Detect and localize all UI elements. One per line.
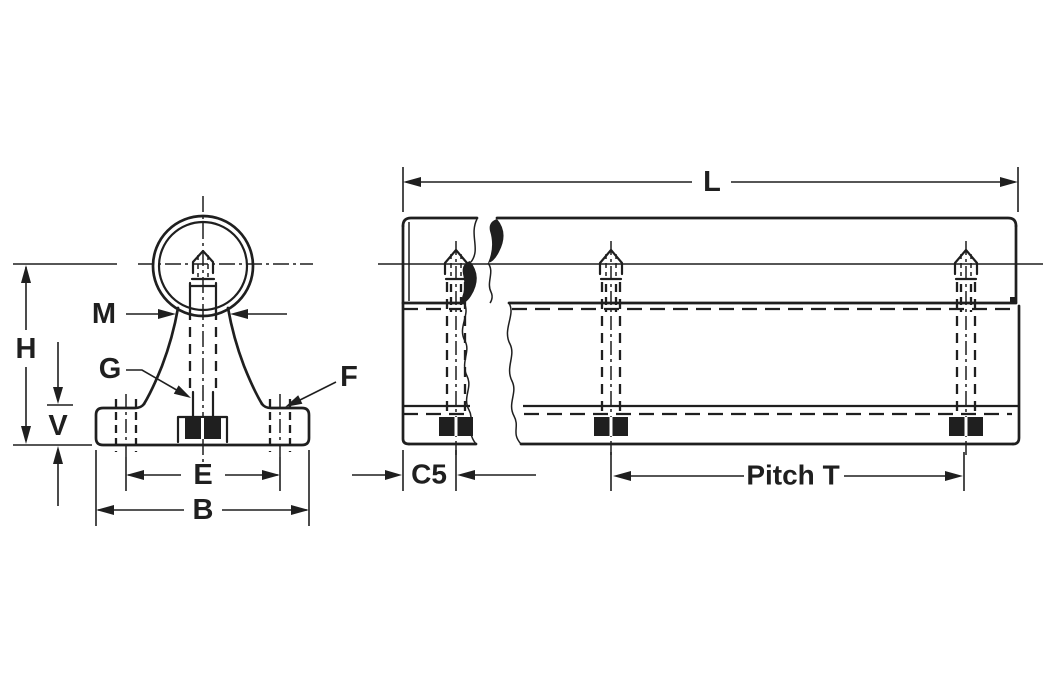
clamp-tip bbox=[191, 249, 215, 275]
rail-break-right bbox=[506, 302, 522, 445]
mount-hole-right bbox=[268, 394, 292, 457]
clamp-slot-edges bbox=[191, 390, 215, 419]
body-left-edge bbox=[142, 306, 180, 406]
clamp-tip-hidden bbox=[197, 255, 209, 277]
dim-pitch-t: Pitch T bbox=[610, 452, 965, 491]
dim-label-m: M bbox=[92, 298, 116, 330]
leader-G: G bbox=[99, 353, 191, 398]
shaft-break-right bbox=[487, 219, 504, 304]
dim-label-pitch-t: Pitch T bbox=[746, 460, 839, 491]
dim-label-f: F bbox=[340, 361, 358, 393]
dim-label-c5: C5 bbox=[411, 459, 447, 490]
dim-label-g: G bbox=[99, 353, 122, 385]
shaft-top-right bbox=[495, 216, 1018, 228]
clamp-head-slit bbox=[201, 418, 204, 439]
dim-B: B bbox=[95, 450, 310, 526]
rail-right-edge bbox=[1011, 304, 1021, 446]
dim-E: E bbox=[125, 457, 281, 491]
dim-C5: C5 bbox=[352, 450, 536, 491]
support-bolt-3 bbox=[949, 241, 983, 458]
clamp-shank-hidden bbox=[188, 310, 218, 392]
side-view: L C5 Pitch T bbox=[352, 166, 1043, 491]
clamp-thread-lines bbox=[188, 277, 218, 288]
dim-label-v: V bbox=[48, 410, 68, 442]
front-view: H V M G F bbox=[13, 196, 358, 526]
support-bolt-1 bbox=[439, 241, 473, 458]
leader-F: F bbox=[285, 361, 358, 407]
support-bolt-2 bbox=[594, 241, 628, 458]
dim-label-l: L bbox=[703, 166, 721, 198]
shaft-left-end bbox=[401, 224, 411, 446]
dim-label-b: B bbox=[193, 494, 214, 526]
dim-label-h: H bbox=[16, 333, 37, 365]
dim-L: L bbox=[402, 166, 1019, 212]
clamp-pocket bbox=[176, 415, 229, 444]
mount-hole-left bbox=[114, 394, 138, 457]
shaft-corner-chip bbox=[1010, 297, 1016, 303]
base-outline bbox=[94, 402, 311, 447]
dim-label-e: E bbox=[193, 459, 212, 491]
shaft-top-left bbox=[401, 216, 479, 228]
dim-H: H bbox=[13, 263, 117, 446]
body-right-edge bbox=[226, 306, 264, 406]
clamp-shank-visible bbox=[188, 281, 218, 312]
dim-M: M bbox=[92, 298, 287, 330]
shaft-break-left bbox=[459, 218, 478, 304]
dim-V: V bbox=[47, 342, 73, 506]
